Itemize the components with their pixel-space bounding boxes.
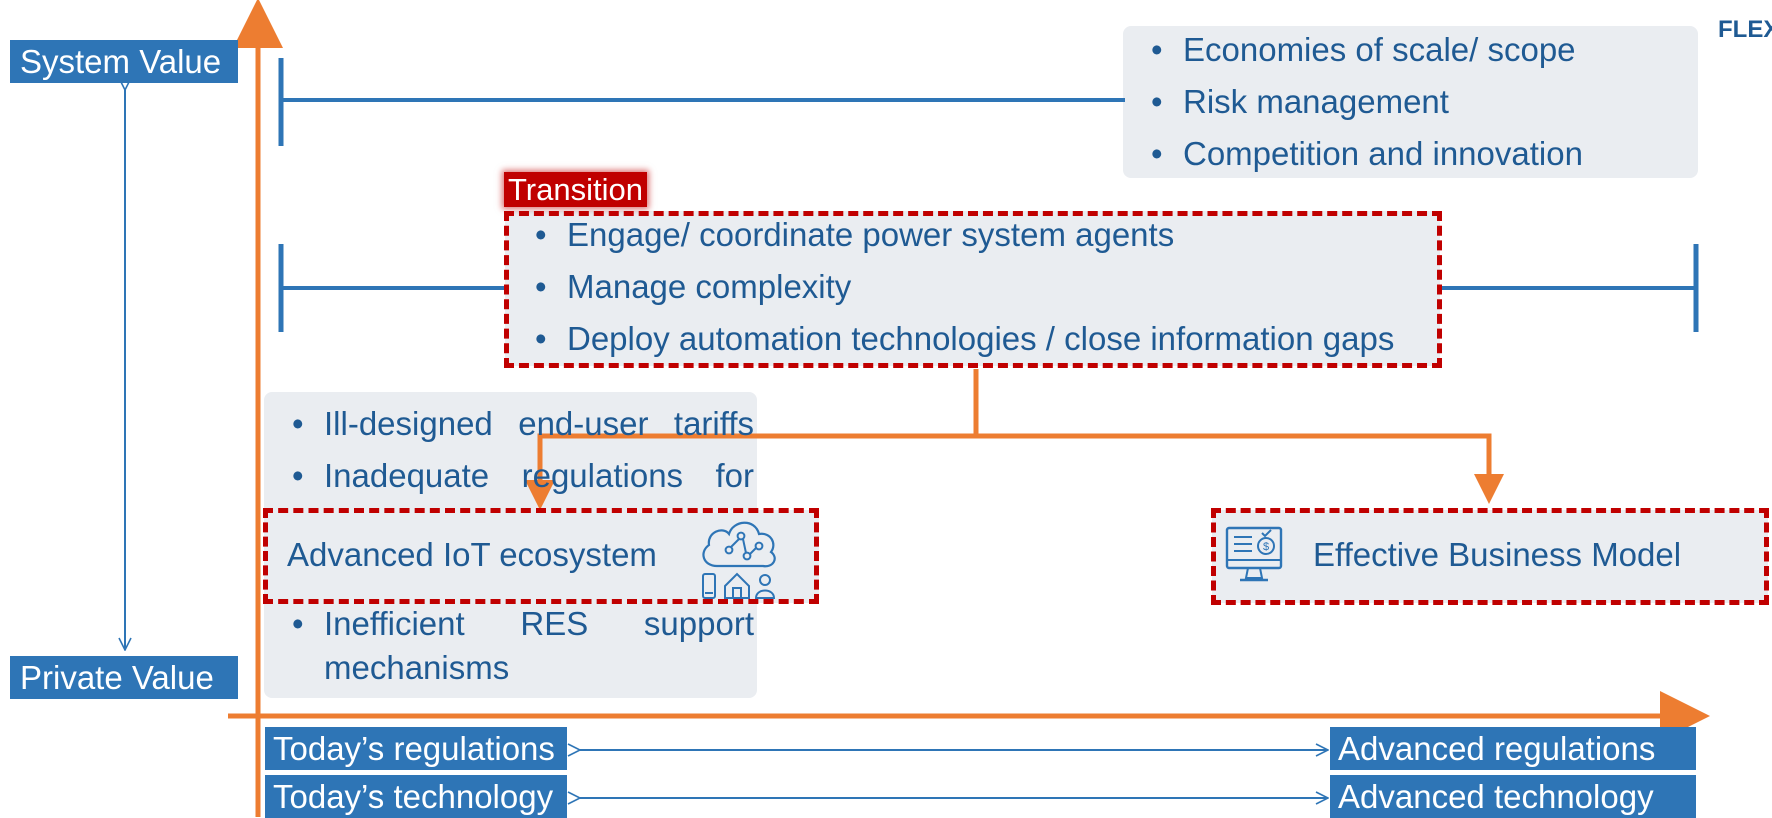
svg-text:$: $ xyxy=(1263,541,1269,553)
list-item: Deploy automation technologies / close i… xyxy=(527,315,1394,367)
list-item: Economies of scale/ scope xyxy=(1143,26,1583,78)
list-item: Inadequate regulations for xyxy=(284,452,754,504)
advanced-technology-label: Advanced technology xyxy=(1330,775,1696,818)
list-item: Manage complexity xyxy=(527,263,1394,315)
iot-box-bg xyxy=(264,510,819,603)
private-value-label: Private Value xyxy=(10,656,238,699)
top-panel-list: Economies of scale/ scope Risk managemen… xyxy=(1143,26,1583,182)
list-item: Engage/ coordinate power system agents xyxy=(527,211,1394,263)
advanced-regulations-label: Advanced regulations xyxy=(1330,727,1696,770)
iot-box xyxy=(263,508,819,604)
today-technology-label: Today’s technology xyxy=(265,775,567,818)
connector-to-business xyxy=(976,433,1504,504)
brand-text: FLEX xyxy=(1718,16,1772,43)
system-value-label: System Value xyxy=(10,40,238,83)
list-item: Competition and innovation xyxy=(1143,130,1583,182)
today-regulations-label: Today’s regulations xyxy=(265,727,567,770)
business-box-label: Effective Business Model xyxy=(1313,536,1682,573)
left-panel-list: Ill-designed end-user tariffs Inadequate… xyxy=(284,400,754,552)
list-item: Ill-designed end-user tariffs xyxy=(284,400,754,452)
transition-list: Engage/ coordinate power system agents M… xyxy=(527,211,1394,367)
list-item: •Inefficient RES support mechanisms xyxy=(292,605,754,686)
iot-box-label: Advanced IoT ecosystem xyxy=(287,536,657,573)
monitor-dollar-icon: $ xyxy=(1225,526,1283,582)
list-item: Risk management xyxy=(1143,78,1583,130)
transition-box xyxy=(504,211,1442,368)
business-box xyxy=(1211,508,1769,605)
cloud-iot-icon xyxy=(702,521,776,599)
left-panel-tail: •Inefficient RES support mechanisms xyxy=(284,602,754,690)
transition-tag: Transition xyxy=(504,172,647,207)
business-panel-bg xyxy=(1212,510,1768,603)
